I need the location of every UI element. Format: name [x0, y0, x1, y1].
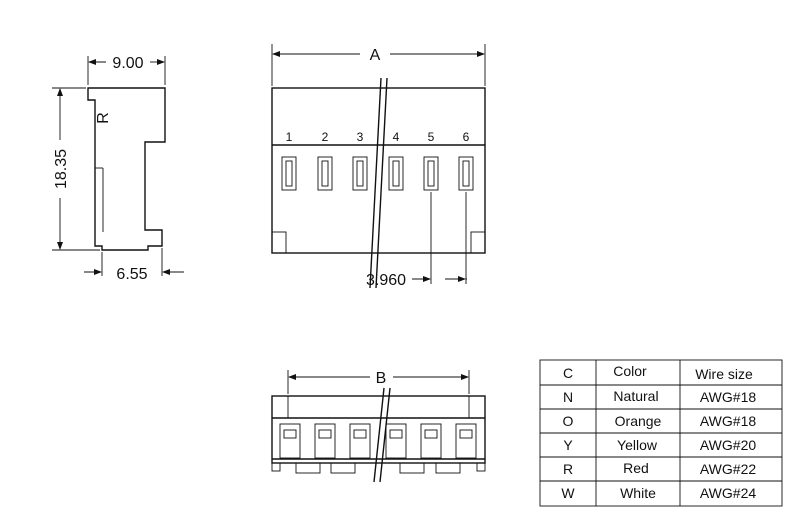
wire-table: C Color Wire size N Natural AWG#18 O Ora… — [539, 359, 783, 507]
bottom-terminal-5 — [420, 423, 442, 459]
bottom-tab-2 — [330, 462, 356, 474]
pin-slot-1-inner — [285, 160, 293, 187]
table-cell-wire-size: AWG#18 — [700, 389, 756, 405]
table-cell-color: Red — [623, 460, 649, 476]
front-view-corner-right — [470, 231, 486, 254]
table-row: N Natural AWG#18 — [563, 388, 756, 405]
bottom-tab-3 — [399, 462, 425, 474]
table-cell-code: W — [561, 485, 575, 501]
pin-slots — [281, 156, 474, 191]
table-cell-color: Yellow — [617, 437, 658, 453]
table-cell-wire-size: AWG#20 — [700, 437, 756, 453]
bottom-terminal-3-top — [353, 429, 367, 439]
break-line-left — [369, 77, 382, 289]
front-view: 1 2 3 4 5 6 A 3.960 — [271, 44, 486, 289]
break-line-right — [375, 77, 388, 289]
dim-b-label: B — [376, 370, 387, 387]
polarization-mark: R — [95, 112, 112, 124]
bottom-tab-end-right — [476, 462, 486, 472]
table-cell-color: Orange — [615, 413, 662, 429]
pin-slot-4 — [388, 156, 404, 191]
dim-b-label-bg — [373, 368, 390, 386]
dim-6-label: 6.55 — [116, 266, 147, 283]
bottom-terminal-5-top — [424, 429, 438, 439]
pitch-label: 3.960 — [366, 272, 406, 289]
table-cell-code: O — [563, 413, 574, 429]
front-view-corner-left — [271, 231, 287, 254]
table-cell-wire-size: AWG#24 — [700, 485, 756, 501]
table-cell-code: N — [563, 389, 573, 405]
pin-slot-3 — [352, 156, 368, 191]
table-header-wire-size: Wire size — [695, 366, 753, 382]
table-header-code: C — [563, 365, 573, 381]
wire-table-header: C Color Wire size — [563, 363, 753, 382]
bottom-tab-end-left — [271, 462, 281, 472]
pin-slot-6-inner — [462, 160, 470, 187]
table-row: Y Yellow AWG#20 — [563, 437, 756, 453]
pin-slot-4-inner — [392, 160, 400, 187]
pin-slot-2-inner — [321, 160, 329, 187]
dim-18-label: 18.35 — [53, 149, 70, 189]
bottom-break-line-right — [379, 387, 391, 483]
pin-slot-5-inner — [427, 160, 435, 187]
bottom-tab-4 — [435, 462, 461, 474]
bottom-terminal-6 — [455, 423, 477, 459]
bottom-terminal-4-top — [389, 429, 403, 439]
pin-slot-5 — [423, 156, 439, 191]
table-cell-wire-size: AWG#18 — [700, 413, 756, 429]
bottom-tabs — [271, 462, 486, 474]
dim-9-label: 9.00 — [112, 55, 143, 72]
bottom-terminal-1 — [279, 423, 301, 459]
bottom-terminals — [279, 423, 477, 459]
bottom-terminal-1-top — [283, 429, 297, 439]
bottom-terminal-4 — [385, 423, 407, 459]
bottom-terminal-3 — [349, 423, 371, 459]
table-cell-code: Y — [563, 437, 573, 453]
bottom-view-outline — [271, 395, 486, 464]
table-cell-wire-size: AWG#22 — [700, 461, 756, 477]
pin-number-2: 2 — [322, 130, 329, 144]
table-row: O Orange AWG#18 — [563, 413, 757, 429]
bottom-view: B — [271, 368, 486, 483]
pin-number-3: 3 — [357, 130, 364, 144]
pin-number-1: 1 — [286, 130, 293, 144]
bottom-terminal-6-top — [459, 429, 473, 439]
table-cell-color: White — [620, 485, 656, 501]
pin-slot-6 — [458, 156, 474, 191]
bottom-terminal-2 — [314, 423, 336, 459]
pin-number-6: 6 — [463, 130, 470, 144]
table-row: W White AWG#24 — [561, 485, 756, 501]
side-view-outline — [87, 87, 166, 251]
pin-number-4: 4 — [393, 130, 400, 144]
pin-slot-2 — [317, 156, 333, 191]
table-header-color: Color — [613, 363, 647, 379]
table-cell-code: R — [563, 461, 573, 477]
side-view: R 9.00 18.35 6.55 — [52, 55, 184, 283]
pin-number-5: 5 — [428, 130, 435, 144]
dim-a-label-bg — [366, 44, 384, 62]
bottom-break-line-left — [373, 387, 385, 483]
table-cell-color: Natural — [613, 388, 658, 404]
pin-slot-3-inner — [356, 160, 364, 187]
table-row: R Red AWG#22 — [563, 460, 756, 477]
bottom-tab-1 — [295, 462, 321, 474]
bottom-terminal-2-top — [318, 429, 332, 439]
pin-slot-1 — [281, 156, 297, 191]
dim-a-label: A — [370, 47, 381, 64]
